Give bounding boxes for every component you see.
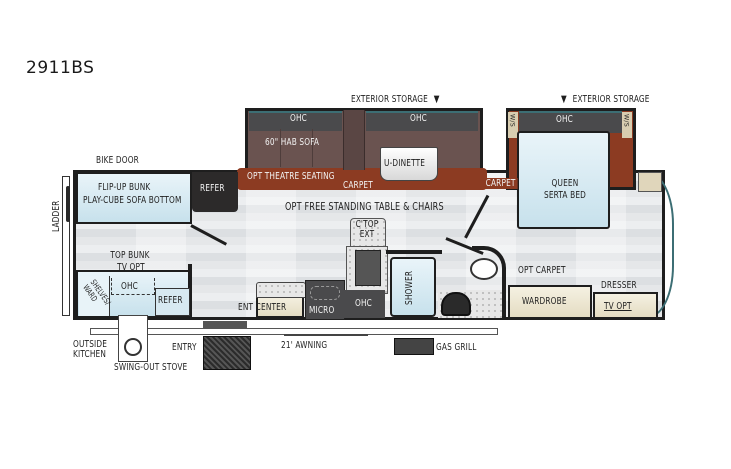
ohc-kitchen <box>343 290 385 318</box>
model-title: 2911BS <box>26 58 95 78</box>
ws-left <box>508 112 518 138</box>
ladder-label: LADDER <box>51 200 62 232</box>
refer-bunk <box>155 288 190 316</box>
ohc-bunk-label: OHC <box>121 281 139 292</box>
sink-icon <box>355 250 381 286</box>
tv-opt-dresser-label: TV OPT <box>604 301 632 312</box>
swing-out-stove-label: SWING-OUT STOVE <box>114 362 188 373</box>
refer-front <box>192 172 238 212</box>
wardrobe-label: WARDROBE <box>522 296 567 307</box>
bunk-ohc <box>111 278 155 295</box>
ohc-left-cabinet <box>249 111 342 131</box>
ohc-bed-label: OHC <box>556 114 574 125</box>
ladder[interactable] <box>62 176 70 316</box>
shower[interactable] <box>390 257 436 317</box>
ws-right <box>622 112 632 138</box>
down-triangle-icon: ▼ <box>561 94 567 105</box>
refer-front-label: REFER <box>200 183 225 194</box>
u-dinette-table[interactable] <box>380 147 438 181</box>
entry-door[interactable] <box>203 321 247 329</box>
micro-label: MICRO <box>309 305 335 316</box>
dresser[interactable] <box>593 292 658 319</box>
toilet-icon[interactable] <box>441 292 471 316</box>
flip-up-bunk-label: FLIP-UP BUNK <box>98 182 151 193</box>
awning-line <box>284 334 368 336</box>
outside-kitchen-label: OUTSIDE KITCHEN <box>73 339 108 360</box>
shower-label: SHOWER <box>404 270 415 305</box>
u-dinette-label: U-DINETTE <box>384 158 426 169</box>
dresser-label: DRESSER <box>601 280 637 291</box>
queen-bed-label: QUEEN SERTA BED <box>543 178 586 201</box>
entry-steps[interactable] <box>203 336 251 370</box>
ladder-handle <box>66 186 70 222</box>
opt-carpet-label: OPT CARPET <box>518 265 566 276</box>
queen-bed[interactable] <box>517 131 610 229</box>
ws-left-label: W/S <box>509 114 516 127</box>
opt-table-chairs-label: OPT FREE STANDING TABLE & CHAIRS <box>285 200 444 213</box>
lav-sink-icon[interactable] <box>470 258 498 280</box>
bunk-wall <box>188 264 192 318</box>
opt-theatre-seating-label: OPT THEATRE SEATING <box>247 171 335 182</box>
gas-grill-label: GAS GRILL <box>436 342 477 353</box>
bike-door-label: BIKE DOOR <box>96 155 139 166</box>
slide-separator <box>343 110 365 170</box>
exterior-storage-left-label: EXTERIOR STORAGE ▼ <box>351 94 440 105</box>
burner-icon <box>310 286 340 300</box>
stove-burner-icon <box>124 338 142 356</box>
ohc-kitchen-label: OHC <box>355 298 373 309</box>
shelves-ward <box>79 276 110 316</box>
bath-curve-wall <box>472 246 506 318</box>
sofa-divider-2 <box>312 129 313 167</box>
entry-label: ENTRY <box>172 342 197 353</box>
play-cube-sofa-label: PLAY-CUBE SOFA BOTTOM <box>83 195 182 206</box>
flip-up-bunk[interactable] <box>76 172 192 224</box>
front-cream-box <box>638 172 662 192</box>
top-bunk-label: TOP BUNK <box>110 250 150 261</box>
exterior-storage-right-label: ▼ EXTERIOR STORAGE <box>561 94 650 105</box>
ohc-left-label: OHC <box>290 113 308 124</box>
ctop-ext-label: C'TOP EXT <box>355 219 379 240</box>
ohc-mid-cabinet <box>366 111 478 131</box>
hab-sofa-label: 60" HAB SOFA <box>265 137 320 148</box>
bedroom-carpet-label: CARPET <box>484 178 518 189</box>
ent-center-label: ENT CENTER <box>238 302 287 313</box>
ohc-bed-cabinet <box>519 111 622 133</box>
ohc-mid-label: OHC <box>410 113 428 124</box>
refer-bunk-label: REFER <box>158 295 183 306</box>
slide-carpet-label: CARPET <box>343 180 373 191</box>
ent-center-top <box>256 282 306 298</box>
tv-opt-bunk-label: TV OPT <box>117 262 145 273</box>
ws-right-label: W/S <box>623 114 630 127</box>
sofa-divider-1 <box>280 129 281 167</box>
gas-grill[interactable] <box>394 338 434 355</box>
down-triangle-icon: ▼ <box>433 94 440 105</box>
awning-label: 21' AWNING <box>281 340 328 351</box>
wardrobe[interactable] <box>508 285 592 319</box>
bath-wall-top <box>386 250 442 254</box>
